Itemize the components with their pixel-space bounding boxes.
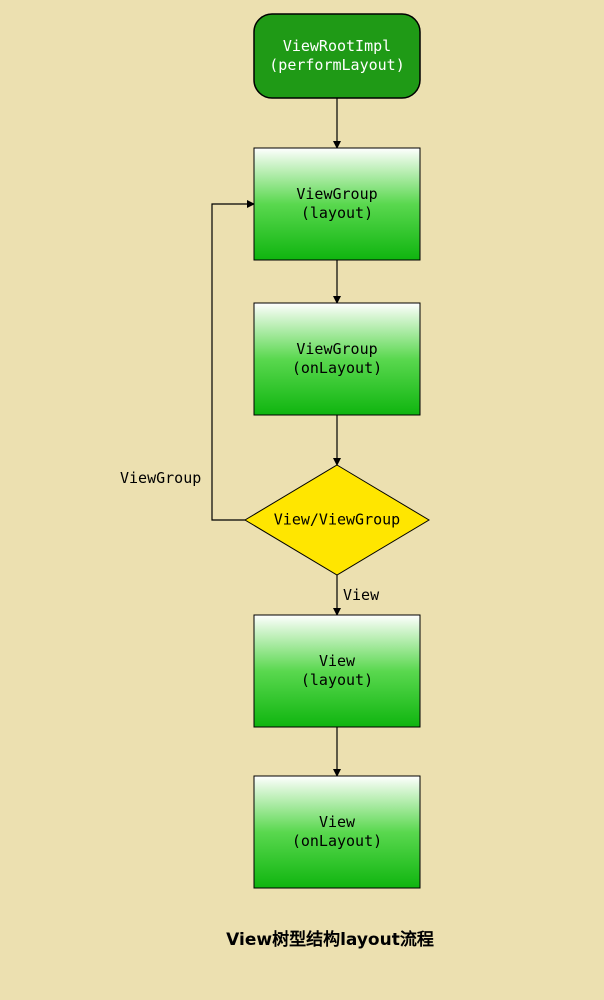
edge-label: ViewGroup — [120, 469, 201, 487]
node-shape — [253, 302, 421, 416]
edge-decision-to-v-layout: View — [333, 575, 380, 616]
node-label: ViewRootImpl — [283, 37, 391, 55]
node-label: ViewGroup — [296, 340, 377, 358]
node-label: (performLayout) — [269, 56, 404, 74]
node-shape — [253, 147, 421, 261]
node-shape — [253, 13, 421, 99]
edge-label: View — [343, 586, 380, 604]
node-v-onlayout: View(onLayout) — [253, 775, 421, 889]
node-decision: View/ViewGroup — [244, 464, 430, 576]
node-label: (onLayout) — [292, 832, 382, 850]
node-label: (onLayout) — [292, 359, 382, 377]
decision-diamond — [244, 464, 430, 576]
diagram-caption: View树型结构layout流程 — [226, 929, 434, 950]
node-vg-onlayout: ViewGroup(onLayout) — [253, 302, 421, 416]
node-label: (layout) — [301, 204, 373, 222]
node-root: ViewRootImpl(performLayout) — [253, 13, 421, 99]
node-v-layout: View(layout) — [253, 614, 421, 728]
node-label: View/ViewGroup — [274, 511, 400, 529]
nodes-layer: ViewRootImpl(performLayout)ViewGroup(lay… — [244, 13, 430, 889]
node-label: (layout) — [301, 671, 373, 689]
node-shape — [253, 614, 421, 728]
node-label: View — [319, 813, 356, 831]
node-label: ViewGroup — [296, 185, 377, 203]
node-shape — [253, 775, 421, 889]
node-vg-layout: ViewGroup(layout) — [253, 147, 421, 261]
edge-decision-to-vg-layout: ViewGroup — [120, 200, 255, 521]
edge-line — [211, 200, 255, 521]
node-label: View — [319, 652, 356, 670]
